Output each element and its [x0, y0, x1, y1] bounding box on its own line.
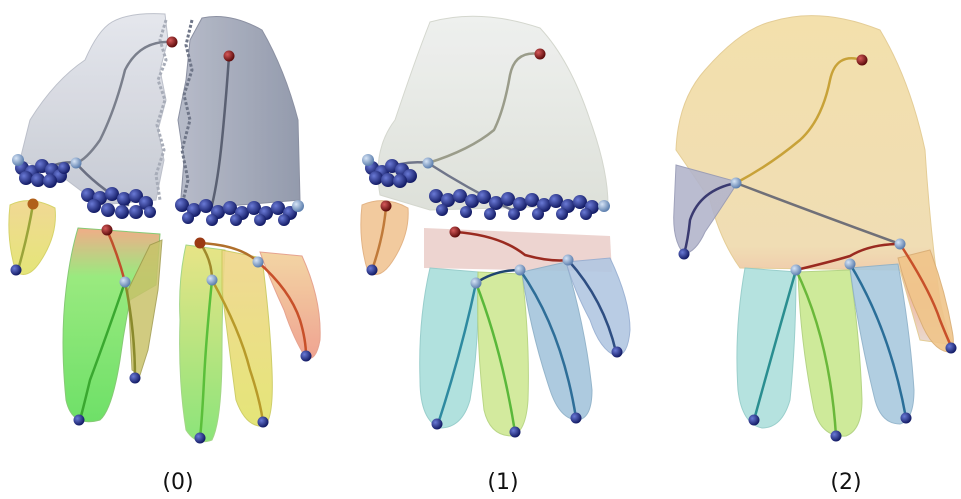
panel-2-wrist-node: [857, 55, 868, 66]
panel-1-tip-pinky: [612, 347, 623, 358]
panel-0-palm-right: [178, 17, 300, 211]
panel-1-joint-c: [563, 255, 574, 266]
panel-2-caption: (2): [830, 470, 861, 495]
panel-0-index-base: [102, 225, 113, 236]
panel-1-tip-thumb: [367, 265, 378, 276]
panel-1-joint-b: [471, 278, 482, 289]
panel-1-middle-mesh: [478, 272, 529, 436]
panel-0-mesh: [9, 14, 320, 442]
panel-1-mesh: [361, 16, 630, 436]
panel-2-joint-b: [845, 259, 856, 270]
panel-2-tip-pinky: [946, 343, 957, 354]
panel-0-joint-c: [253, 257, 264, 268]
panel-1-index-base: [450, 227, 461, 238]
panel-2-joint-a: [791, 265, 802, 276]
panel-0-middle-base: [195, 238, 206, 249]
panel-1-palm-joint: [423, 158, 434, 169]
panel-1-thumb-base: [381, 201, 392, 212]
panel-0-tip-middle: [195, 433, 206, 444]
panel-0-tip-index: [74, 415, 85, 426]
panel-2-mesh: [674, 16, 955, 437]
panel-1-index-mesh: [420, 268, 479, 428]
panel-0-tip-thumb: [11, 265, 22, 276]
panel-0-thumb-base: [28, 199, 39, 210]
panel-1-caption: (1): [487, 470, 518, 495]
panel-1-tip-index: [432, 419, 443, 430]
panel-0-palm-joint: [71, 158, 82, 169]
panel-2-tip-ring: [901, 413, 912, 424]
panel-0-wrist-node-right: [224, 51, 235, 62]
panel-0-wrist-node-left: [167, 37, 178, 48]
panel-0-tip-pinky: [301, 351, 312, 362]
panel-0-joint-a: [120, 277, 131, 288]
panel-0-tip-sliver: [130, 373, 141, 384]
panel-2-tip-thumb: [679, 249, 690, 260]
panel-2-joint-pinky: [895, 239, 906, 250]
panel-2-tip-index: [749, 415, 760, 426]
panel-2-palm-joint: [731, 178, 742, 189]
panel-2-index-mesh: [737, 268, 796, 428]
panel-1-wrist-node: [535, 49, 546, 60]
panel-0-tip-ring: [258, 417, 269, 428]
panel-1-tip-ring: [571, 413, 582, 424]
panel-0-ring-mesh: [222, 250, 272, 426]
panel-2-tip-middle: [831, 431, 842, 442]
panel-0-caption: (0): [162, 470, 193, 495]
panel-1-joint-a: [515, 265, 526, 276]
panel-1-tip-middle: [510, 427, 521, 438]
panel-0-joint-b: [207, 275, 218, 286]
